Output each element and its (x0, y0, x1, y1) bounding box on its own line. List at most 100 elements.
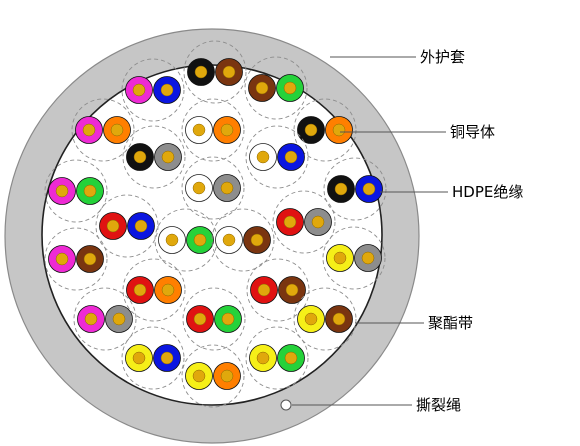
twisted-pair (154, 208, 218, 272)
pair-boundary-ring (272, 190, 336, 254)
twisted-pair (122, 258, 186, 322)
copper-conductor (134, 219, 148, 233)
twisted-pair (322, 226, 386, 290)
twisted-pair (293, 287, 357, 351)
label-ripcord: 撕裂绳 (416, 396, 461, 414)
copper-conductor (192, 369, 206, 383)
label-copper-conductor: 铜导体 (450, 123, 495, 141)
copper-conductor (160, 83, 174, 97)
copper-conductor (192, 181, 206, 195)
pair-boundary-ring (121, 58, 185, 122)
pair-boundary-ring (95, 194, 159, 258)
pair-boundary-ring (44, 159, 108, 223)
copper-conductor (333, 251, 347, 265)
copper-conductor (160, 351, 174, 365)
copper-conductor (250, 233, 264, 247)
twisted-pair (181, 344, 245, 408)
twisted-pair (71, 98, 135, 162)
pair-boundary-ring (73, 287, 137, 351)
twisted-pair (245, 326, 309, 390)
twisted-pairs (44, 40, 387, 408)
pair-boundary-ring (245, 125, 309, 189)
twisted-pair (246, 258, 310, 322)
copper-conductor (283, 81, 297, 95)
copper-conductor (133, 283, 147, 297)
pair-boundary-ring (121, 326, 185, 390)
copper-conductor (55, 252, 69, 266)
twisted-pair (121, 326, 185, 390)
pair-boundary-ring (44, 227, 108, 291)
copper-conductor (284, 150, 298, 164)
leader-lines (292, 56, 448, 406)
copper-conductor (84, 312, 98, 326)
copper-conductor (194, 65, 208, 79)
twisted-pair (182, 287, 246, 351)
copper-conductor (332, 312, 346, 326)
copper-conductor (311, 215, 325, 229)
twisted-pair (95, 194, 159, 258)
copper-conductor (220, 369, 234, 383)
pair-boundary-ring (122, 125, 186, 189)
pair-boundary-ring (181, 344, 245, 408)
pair-boundary-ring (246, 258, 310, 322)
twisted-pair (181, 98, 245, 162)
twisted-pair (44, 159, 108, 223)
copper-conductor (83, 252, 97, 266)
pair-boundary-ring (322, 226, 386, 290)
twisted-pair (121, 58, 185, 122)
pair-boundary-ring (323, 157, 387, 221)
copper-conductor (283, 215, 297, 229)
pair-boundary-ring (244, 56, 308, 120)
copper-conductor (284, 351, 298, 365)
copper-conductor (221, 312, 235, 326)
twisted-pair (323, 157, 387, 221)
copper-conductor (257, 283, 271, 297)
copper-conductor (132, 83, 146, 97)
copper-conductor (304, 312, 318, 326)
copper-conductor (220, 123, 234, 137)
copper-conductor (106, 219, 120, 233)
copper-conductor (332, 123, 346, 137)
pair-boundary-ring (122, 258, 186, 322)
twisted-pair (44, 227, 108, 291)
label-polyester-tape: 聚酯带 (428, 314, 473, 332)
copper-conductor (362, 182, 376, 196)
pair-boundary-ring (182, 287, 246, 351)
copper-conductor (193, 312, 207, 326)
copper-conductor (361, 251, 375, 265)
copper-conductor (255, 81, 269, 95)
twisted-pair (73, 287, 137, 351)
copper-conductor (83, 184, 97, 198)
copper-conductor (55, 184, 69, 198)
copper-conductor (161, 283, 175, 297)
copper-conductor (110, 123, 124, 137)
pair-boundary-ring (181, 156, 245, 220)
pair-boundary-ring (293, 287, 357, 351)
copper-conductor (82, 123, 96, 137)
copper-conductor (192, 123, 206, 137)
twisted-pair (181, 156, 245, 220)
copper-conductor (161, 150, 175, 164)
twisted-pair (122, 125, 186, 189)
pair-boundary-ring (183, 40, 247, 104)
pair-boundary-ring (71, 98, 135, 162)
twisted-pair (245, 125, 309, 189)
twisted-pair (272, 190, 336, 254)
copper-conductor (193, 233, 207, 247)
copper-conductor (132, 351, 146, 365)
twisted-pair (244, 56, 308, 120)
copper-conductor (334, 182, 348, 196)
twisted-pair (293, 98, 357, 162)
label-outer-sheath: 外护套 (420, 48, 465, 66)
copper-conductor (133, 150, 147, 164)
copper-conductor (220, 181, 234, 195)
copper-conductor (256, 351, 270, 365)
pair-boundary-ring (293, 98, 357, 162)
pair-boundary-ring (245, 326, 309, 390)
copper-conductor (165, 233, 179, 247)
copper-conductor (304, 123, 318, 137)
pair-boundary-ring (211, 208, 275, 272)
ripcord (280, 399, 292, 411)
twisted-pair (183, 40, 247, 104)
copper-conductor (112, 312, 126, 326)
